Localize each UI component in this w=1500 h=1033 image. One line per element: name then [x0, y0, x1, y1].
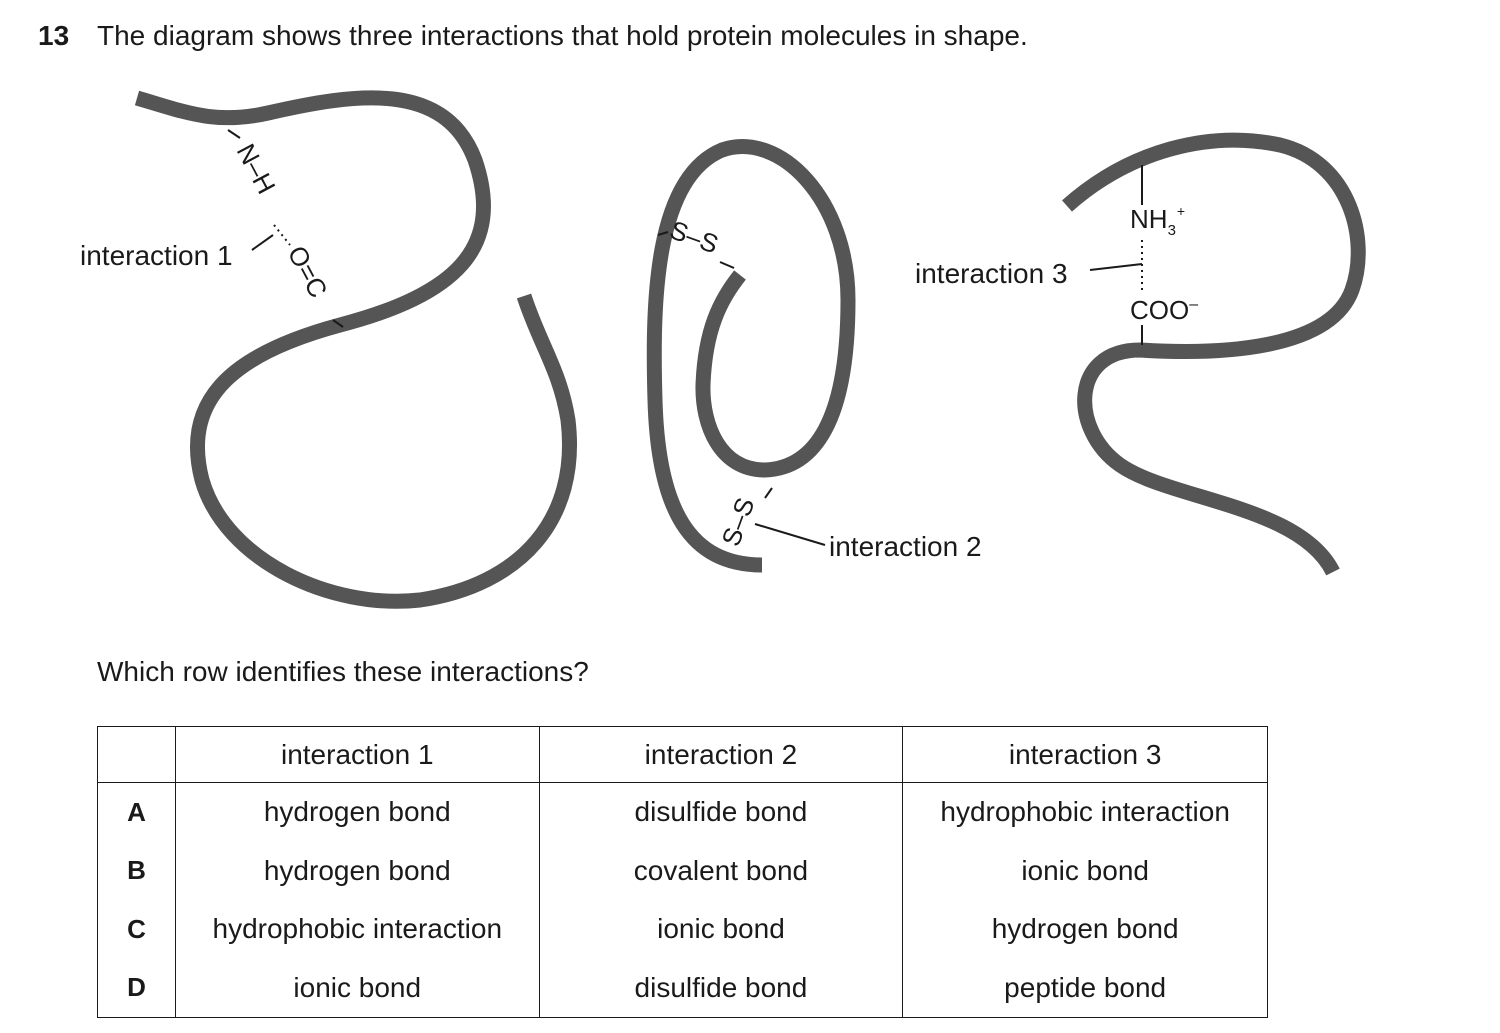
- protein-interactions-diagram: N–H O=C interaction 1 S–S S–S interactio…: [80, 90, 1366, 609]
- table-header-row: interaction 1 interaction 2 interaction …: [97, 726, 1268, 783]
- h-bond-co: O=C: [282, 241, 334, 303]
- cell-interaction-2: disulfide bond: [538, 958, 904, 1019]
- option-letter: B: [97, 841, 176, 900]
- cell-interaction-2: disulfide bond: [538, 782, 904, 842]
- question-prompt: Which row identifies these interactions?: [97, 656, 589, 687]
- option-letter: C: [97, 899, 176, 959]
- interaction-2-label: interaction 2: [829, 531, 982, 562]
- question-text: The diagram shows three interactions tha…: [97, 20, 1028, 51]
- protein-chain-1: [134, 90, 577, 609]
- answer-table: interaction 1 interaction 2 interaction …: [97, 726, 1268, 1019]
- option-letter: A: [97, 782, 176, 842]
- interaction-3-label: interaction 3: [915, 258, 1068, 289]
- header-letter: [97, 726, 176, 783]
- question-number: 13: [38, 20, 70, 51]
- interaction-1-label: interaction 1: [80, 240, 233, 271]
- disulfide-bridge-bottom: S–S: [715, 494, 760, 550]
- carboxyl-group: COO–: [1130, 295, 1198, 325]
- table-row-a[interactable]: A hydrogen bond disulfide bond hydrophob…: [97, 782, 1268, 842]
- protein-chain-2: [646, 139, 856, 573]
- h-bond-nh: N–H: [231, 139, 282, 199]
- cell-interaction-3: peptide bond: [902, 958, 1268, 1019]
- table-row-d[interactable]: D ionic bond disulfide bond peptide bond: [97, 958, 1268, 1019]
- option-letter: D: [97, 958, 176, 1019]
- table-row-c[interactable]: C hydrophobic interaction ionic bond hyd…: [97, 899, 1268, 959]
- cell-interaction-1: hydrogen bond: [174, 841, 540, 900]
- cell-interaction-3: ionic bond: [902, 841, 1268, 900]
- header-interaction-2: interaction 2: [538, 726, 904, 783]
- cell-interaction-1: ionic bond: [174, 958, 540, 1019]
- cell-interaction-3: hydrophobic interaction: [902, 782, 1268, 842]
- cell-interaction-1: hydrogen bond: [174, 782, 540, 842]
- protein-chain-3: [1062, 132, 1366, 576]
- table-row-b[interactable]: B hydrogen bond covalent bond ionic bond: [97, 841, 1268, 900]
- header-interaction-1: interaction 1: [174, 726, 540, 783]
- disulfide-bridge-top: S–S: [666, 214, 722, 259]
- cell-interaction-1: hydrophobic interaction: [174, 899, 540, 959]
- cell-interaction-2: covalent bond: [538, 841, 904, 900]
- cell-interaction-2: ionic bond: [538, 899, 904, 959]
- header-interaction-3: interaction 3: [902, 726, 1268, 783]
- cell-interaction-3: hydrogen bond: [902, 899, 1268, 959]
- amine-group: NH3+: [1130, 203, 1185, 239]
